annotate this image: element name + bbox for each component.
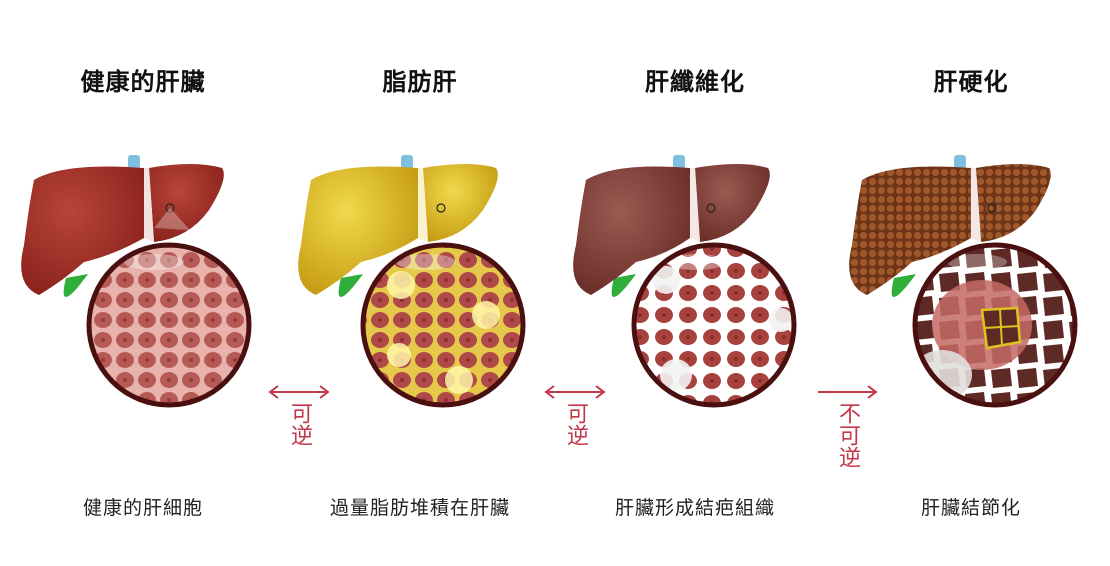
magnified-cells-ring xyxy=(86,242,252,408)
fatty-liver-illustration xyxy=(298,155,526,408)
double-arrow-icon xyxy=(544,385,606,399)
stage-liver-fibrosis: 肝纖維化 肝臟形成結疤組織 xyxy=(556,0,834,566)
gallbladder-icon xyxy=(63,274,88,298)
fibrosis-liver-illustration xyxy=(573,155,797,408)
healthy-liver-illustration xyxy=(21,155,252,408)
connector-label: 可逆 xyxy=(287,402,312,446)
vessel-icon xyxy=(128,155,140,169)
cirrhosis-liver-illustration xyxy=(849,155,1078,408)
stage-healthy-liver: 健康的肝臟 健康的肝細胞 xyxy=(4,0,282,566)
stage-caption: 肝臟結節化 xyxy=(920,497,1021,519)
stage-cirrhosis: 肝硬化 肝臟結節化 xyxy=(832,0,1110,566)
right-arrow-icon xyxy=(818,385,878,399)
irreversible-connector: 不可逆 xyxy=(812,384,882,468)
stage-fatty-liver: 脂肪肝 過量脂肪堆積在肝臟 xyxy=(281,0,559,566)
stage-title: 脂肪肝 xyxy=(382,68,458,96)
stage-caption: 過量脂肪堆積在肝臟 xyxy=(329,497,510,519)
stage-title: 肝纖維化 xyxy=(645,68,745,96)
connector-label: 可逆 xyxy=(563,402,588,446)
reversible-connector-2: 可逆 xyxy=(540,384,610,446)
reversible-connector-1: 可逆 xyxy=(264,384,334,446)
double-arrow-icon xyxy=(268,385,330,399)
stage-caption: 健康的肝細胞 xyxy=(82,497,203,519)
stage-title: 肝硬化 xyxy=(933,68,1009,96)
connector-label: 不可逆 xyxy=(835,402,860,468)
stage-title: 健康的肝臟 xyxy=(80,68,206,96)
stage-caption: 肝臟形成結疤組織 xyxy=(614,497,775,519)
